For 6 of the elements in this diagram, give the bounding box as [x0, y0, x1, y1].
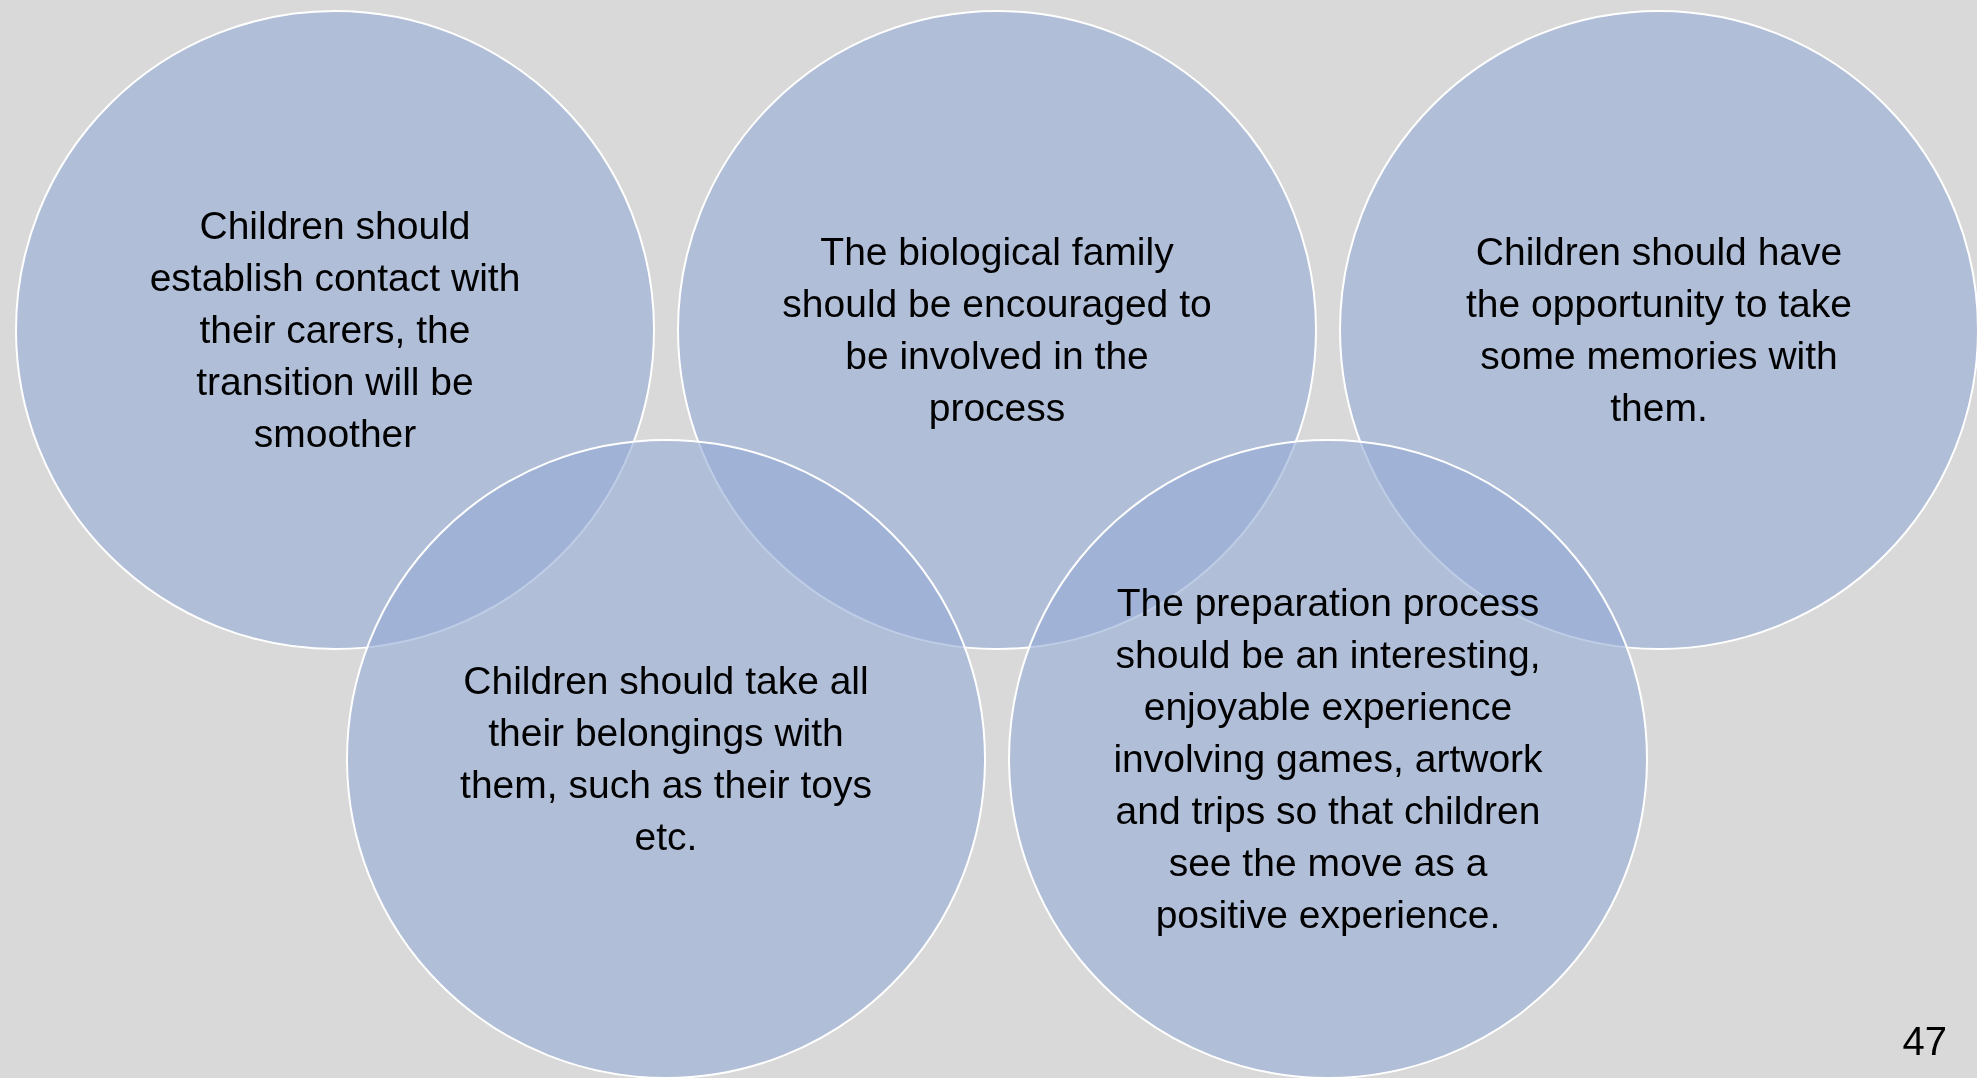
circle-text: Children should have the opportunity to take some memories with them. — [1465, 229, 1853, 431]
circle-text: The preparation process should be an interesting, enjoyable experience involving games, artwork and trips so that children see the move as a positive experience. — [1113, 580, 1543, 938]
circle-text: The biological family should be encouraged to be involved in the process — [782, 229, 1212, 431]
page-number: 47 — [1902, 1019, 1947, 1064]
circle-text: Children should establish contact with their carers, the transition will be smoother — [148, 203, 522, 457]
circle-text: Children should take all their belongings with them, such as their toys etc. — [459, 658, 873, 860]
